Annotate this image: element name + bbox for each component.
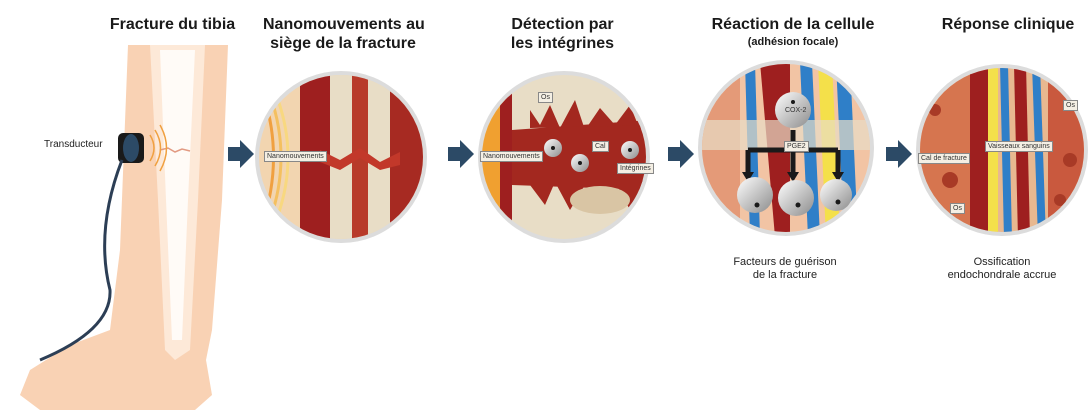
cell-sphere: [737, 177, 773, 213]
label-os-5b: Os: [1063, 100, 1078, 111]
title-step1: Fracture du tibia: [105, 16, 240, 34]
transducer-cable: [40, 160, 122, 360]
title-step5: Réponse clinique: [938, 16, 1078, 34]
cell-sphere: [820, 179, 852, 211]
label-integrines: Intégrines: [617, 163, 654, 174]
title-step4: Réaction de la cellule: [698, 16, 888, 34]
step-arrow-icon: [448, 140, 474, 168]
title-step2-line2: siège de la fracture: [263, 35, 423, 53]
caption-step5-line2: endochondrale accrue: [932, 269, 1072, 282]
title-step2-line1: Nanomouvements au: [263, 16, 423, 34]
label-vaisseaux: Vaisseaux sanguins: [985, 141, 1053, 152]
title-step3-line2: les intégrines: [500, 35, 625, 53]
label-nanomovements-3: Nanomouvements: [480, 151, 543, 162]
label-cal-fracture: Cal de fracture: [918, 153, 970, 164]
subtitle-step4: (adhésion focale): [698, 36, 888, 48]
caption-step4-line1: Facteurs de guérison: [710, 256, 860, 269]
step-arrow-icon: [886, 140, 912, 168]
cell-sphere: [778, 180, 814, 216]
label-os-5a: Os: [950, 203, 965, 214]
caption-step4-line2: de la fracture: [710, 269, 860, 282]
step-arrow-icon: [668, 140, 694, 168]
label-cox2: COX-2: [783, 106, 808, 115]
step-arrow-icon: [228, 140, 254, 168]
caption-step5-line1: Ossification: [932, 256, 1072, 269]
transducer-label: Transducteur: [44, 139, 103, 150]
title-step3-line1: Détection par: [500, 16, 625, 34]
label-nanomovements-2: Nanomouvements: [264, 151, 327, 162]
label-os-3: Os: [538, 92, 553, 103]
label-pge2: PGE2: [784, 141, 809, 152]
label-cal-3: Cal: [592, 141, 609, 152]
